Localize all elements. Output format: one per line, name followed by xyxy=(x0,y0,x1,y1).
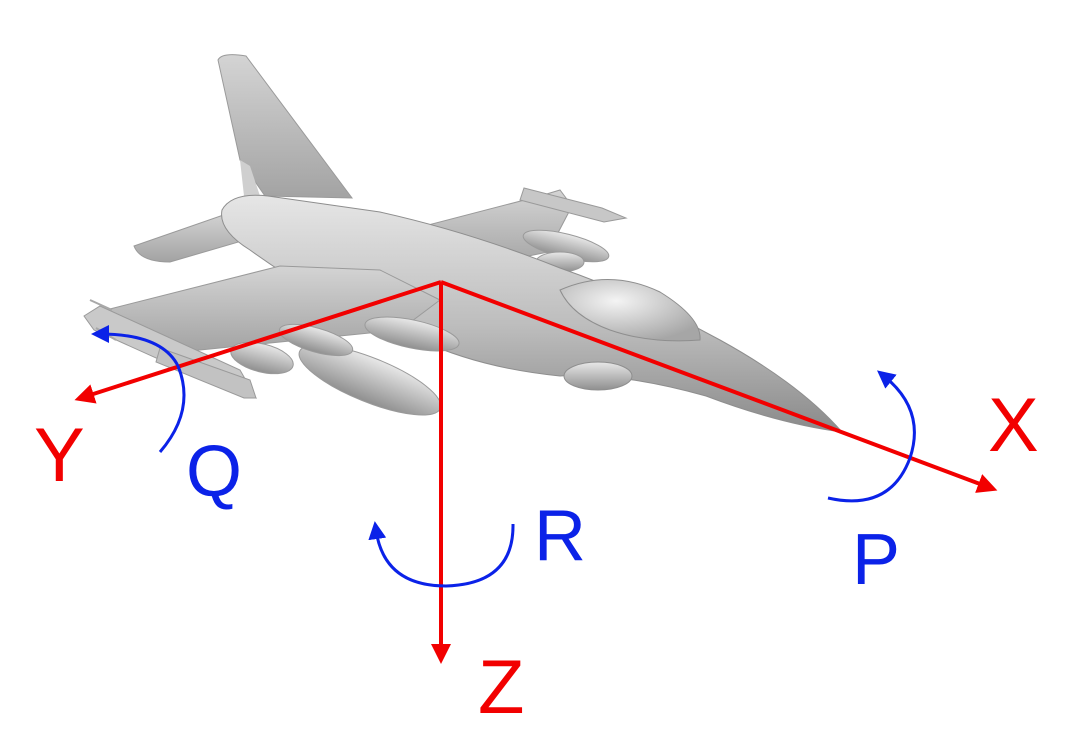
underwing-missile xyxy=(155,347,257,399)
pitch-arrow xyxy=(91,325,186,453)
yaw-arrow xyxy=(368,521,515,588)
y-axis xyxy=(74,280,442,404)
rotation-arrows xyxy=(91,325,916,588)
right-wing-missile xyxy=(519,187,628,223)
x-axis-label: X xyxy=(988,383,1039,468)
body-axes xyxy=(74,280,998,664)
pitch-rate-label: Q xyxy=(186,432,243,512)
y-axis-label: Y xyxy=(34,413,85,498)
roll-rate-label: P xyxy=(852,520,901,600)
fighter-jet-icon xyxy=(83,54,844,433)
air-intake xyxy=(563,361,633,391)
yaw-rate-label: R xyxy=(534,496,586,576)
canopy xyxy=(559,279,701,342)
z-axis-label: Z xyxy=(478,645,525,730)
roll-arrow xyxy=(827,370,916,503)
x-axis xyxy=(440,280,998,493)
vertical-tail xyxy=(217,54,354,199)
